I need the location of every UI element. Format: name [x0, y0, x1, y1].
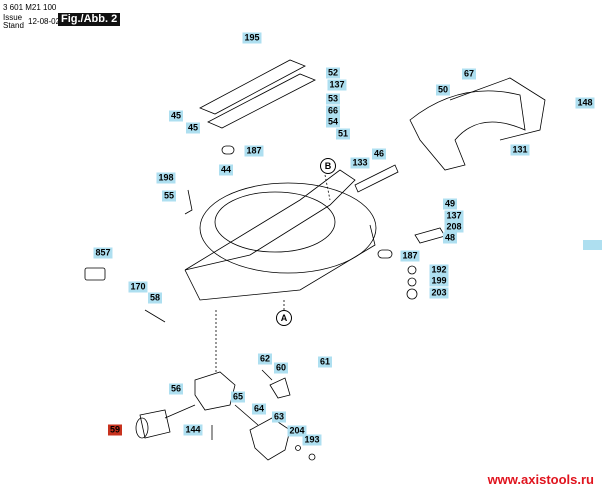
part-label[interactable]: 67 — [461, 68, 477, 80]
side-tab-marker — [583, 240, 602, 250]
part-label[interactable]: 52 — [325, 67, 341, 79]
figure-title: Fig./Abb. 2 — [58, 13, 121, 26]
part-label[interactable]: 66 — [325, 105, 341, 117]
watermark: www.axistools.ru — [487, 472, 594, 487]
part-label[interactable]: 61 — [317, 356, 333, 368]
part-label[interactable]: 204 — [287, 425, 307, 437]
part-label[interactable]: 195 — [242, 32, 262, 44]
callout-b: B — [320, 158, 336, 174]
part-label[interactable]: 208 — [444, 221, 464, 233]
part-label[interactable]: 53 — [325, 93, 341, 105]
part-label[interactable]: 203 — [429, 287, 449, 299]
part-label[interactable]: 63 — [271, 411, 287, 423]
part-label[interactable]: 46 — [371, 148, 387, 160]
part-label[interactable]: 45 — [185, 122, 201, 134]
part-label[interactable]: 187 — [400, 250, 420, 262]
callout-a: A — [276, 310, 292, 326]
highlighted-part-label[interactable]: 59 — [107, 424, 123, 436]
part-label[interactable]: 55 — [161, 190, 177, 202]
part-label[interactable]: 192 — [429, 264, 449, 276]
part-label[interactable]: 60 — [273, 362, 289, 374]
part-label[interactable]: 148 — [575, 97, 595, 109]
part-label[interactable]: 170 — [128, 281, 148, 293]
part-label[interactable]: 64 — [251, 403, 267, 415]
part-label[interactable]: 48 — [442, 232, 458, 244]
part-label[interactable]: 144 — [183, 424, 203, 436]
part-label[interactable]: 133 — [350, 157, 370, 169]
part-label[interactable]: 198 — [156, 172, 176, 184]
part-label[interactable]: 56 — [168, 383, 184, 395]
part-label[interactable]: 44 — [218, 164, 234, 176]
part-label[interactable]: 54 — [325, 116, 341, 128]
part-label[interactable]: 62 — [257, 353, 273, 365]
part-label[interactable]: 137 — [444, 210, 464, 222]
part-label[interactable]: 51 — [335, 128, 351, 140]
part-label[interactable]: 65 — [230, 391, 246, 403]
part-label[interactable]: 49 — [442, 198, 458, 210]
part-label[interactable]: 187 — [244, 145, 264, 157]
doc-number: 3 601 M21 100 — [3, 3, 57, 12]
part-label[interactable]: 131 — [510, 144, 530, 156]
part-label[interactable]: 137 — [327, 79, 347, 91]
part-label[interactable]: 50 — [435, 84, 451, 96]
part-label[interactable]: 45 — [168, 110, 184, 122]
stand-label: Stand — [3, 21, 24, 30]
issue-date: 12-08-02 — [28, 17, 61, 26]
part-label[interactable]: 199 — [429, 275, 449, 287]
part-label[interactable]: 857 — [93, 247, 113, 259]
issue-label: Issue — [3, 13, 23, 22]
part-label[interactable]: 58 — [147, 292, 163, 304]
part-label[interactable]: 193 — [302, 434, 322, 446]
